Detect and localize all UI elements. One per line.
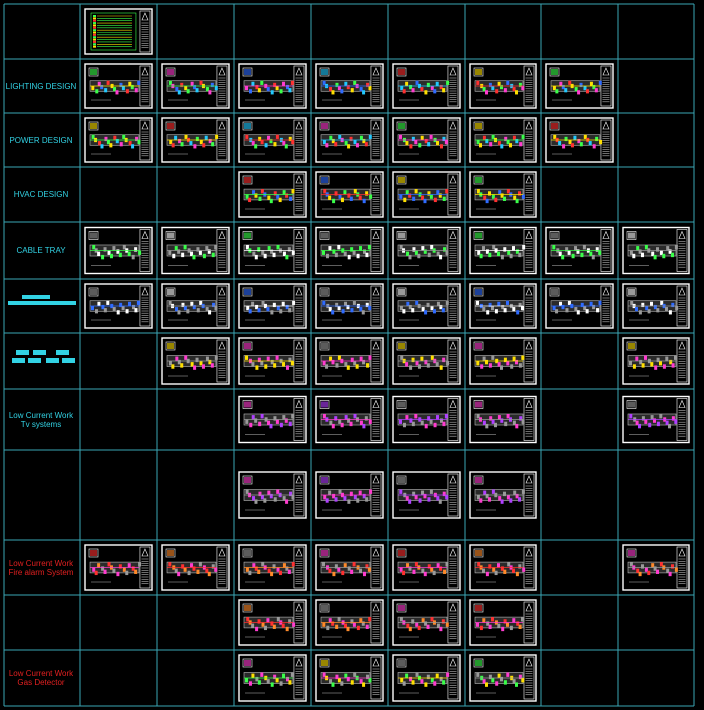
drawing-sheet[interactable] [469, 117, 537, 163]
row-label: LIGHTING DESIGN [5, 81, 77, 91]
drawing-sheet[interactable] [622, 283, 690, 329]
drawing-sheet[interactable] [545, 63, 614, 109]
drawing-sheet[interactable] [315, 599, 384, 646]
drawing-sheet[interactable] [315, 63, 384, 109]
drawing-sheet[interactable] [84, 63, 153, 109]
row-label: Low Current Work Gas Detector [8, 669, 74, 687]
drawing-sheet[interactable] [238, 226, 307, 275]
drawing-sheet[interactable] [315, 226, 384, 275]
drawing-sheet[interactable] [392, 283, 461, 329]
drawing-sheet[interactable] [469, 544, 537, 591]
drawing-sheet[interactable] [622, 337, 690, 385]
drawing-sheet[interactable] [622, 544, 690, 591]
drawing-sheet[interactable] [392, 395, 461, 444]
drawing-sheet[interactable] [238, 654, 307, 702]
drawing-sheet[interactable] [315, 395, 384, 444]
row-label: HVAC DESIGN [13, 190, 69, 199]
drawing-sheet[interactable] [392, 337, 461, 385]
drawing-sheet[interactable] [315, 117, 384, 163]
drawing-sheet[interactable] [238, 171, 307, 218]
drawing-sheet[interactable] [392, 117, 461, 163]
bricks-icon [12, 350, 75, 363]
drawing-sheet[interactable] [161, 283, 230, 329]
drawing-sheet[interactable] [84, 226, 153, 275]
drawing-sheet[interactable] [469, 171, 537, 218]
drawing-sheet[interactable] [238, 63, 307, 109]
drawing-sheet[interactable] [84, 117, 153, 163]
drawing-sheet[interactable] [238, 599, 307, 646]
drawing-sheet[interactable] [622, 395, 690, 444]
drawing-sheet[interactable] [238, 395, 307, 444]
drawing-sheet[interactable] [392, 171, 461, 218]
drawing-sheet[interactable] [315, 471, 384, 519]
row-label: Low Current Work Fire alarm System [8, 558, 74, 577]
drawing-sheet[interactable] [238, 117, 307, 163]
drawing-sheet[interactable] [469, 471, 537, 519]
drawing-sheet[interactable] [392, 471, 461, 519]
drawing-sheet[interactable] [545, 117, 614, 163]
drawing-sheet[interactable] [238, 337, 307, 385]
row-label: CABLE TRAY [16, 246, 66, 255]
grid-lines [3, 3, 695, 707]
drawing-sheet[interactable] [392, 654, 461, 702]
drawing-sheet[interactable] [622, 226, 690, 275]
drawing-sheet[interactable] [238, 283, 307, 329]
drawing-sheet[interactable] [238, 471, 307, 519]
sheets [84, 8, 690, 702]
bars-icon [8, 295, 76, 305]
drawing-sheet[interactable] [315, 171, 384, 218]
drawing-sheet[interactable] [392, 226, 461, 275]
drawing-sheet[interactable] [161, 226, 230, 275]
drawing-sheet[interactable] [469, 226, 537, 275]
drawing-sheet[interactable] [84, 8, 153, 55]
drawing-sheet[interactable] [469, 395, 537, 444]
drawing-sheet[interactable] [545, 226, 614, 275]
drawing-sheet[interactable] [392, 599, 461, 646]
drawing-sheet[interactable] [84, 283, 153, 329]
drawing-sheet[interactable] [469, 337, 537, 385]
drawing-sheet[interactable] [84, 544, 153, 591]
drawing-sheet[interactable] [315, 337, 384, 385]
drawing-sheet[interactable] [469, 599, 537, 646]
drawing-sheet[interactable] [315, 654, 384, 702]
drawing-sheet[interactable] [161, 117, 230, 163]
drawing-sheet[interactable] [161, 337, 230, 385]
drawing-sheet[interactable] [161, 544, 230, 591]
drawing-sheet[interactable] [469, 63, 537, 109]
drawing-sheet[interactable] [392, 63, 461, 109]
drawing-sheet[interactable] [161, 63, 230, 109]
drawing-sheet[interactable] [315, 544, 384, 591]
row-label: POWER DESIGN [9, 135, 73, 145]
drawing-sheet[interactable] [469, 654, 537, 702]
drawing-sheet[interactable] [392, 544, 461, 591]
drawing-sheet[interactable] [238, 544, 307, 591]
drawing-sheet[interactable] [469, 283, 537, 329]
row-label: Low Current Work Tv systems [8, 410, 74, 429]
drawing-sheet[interactable] [545, 283, 614, 329]
drawing-sheet[interactable] [315, 283, 384, 329]
